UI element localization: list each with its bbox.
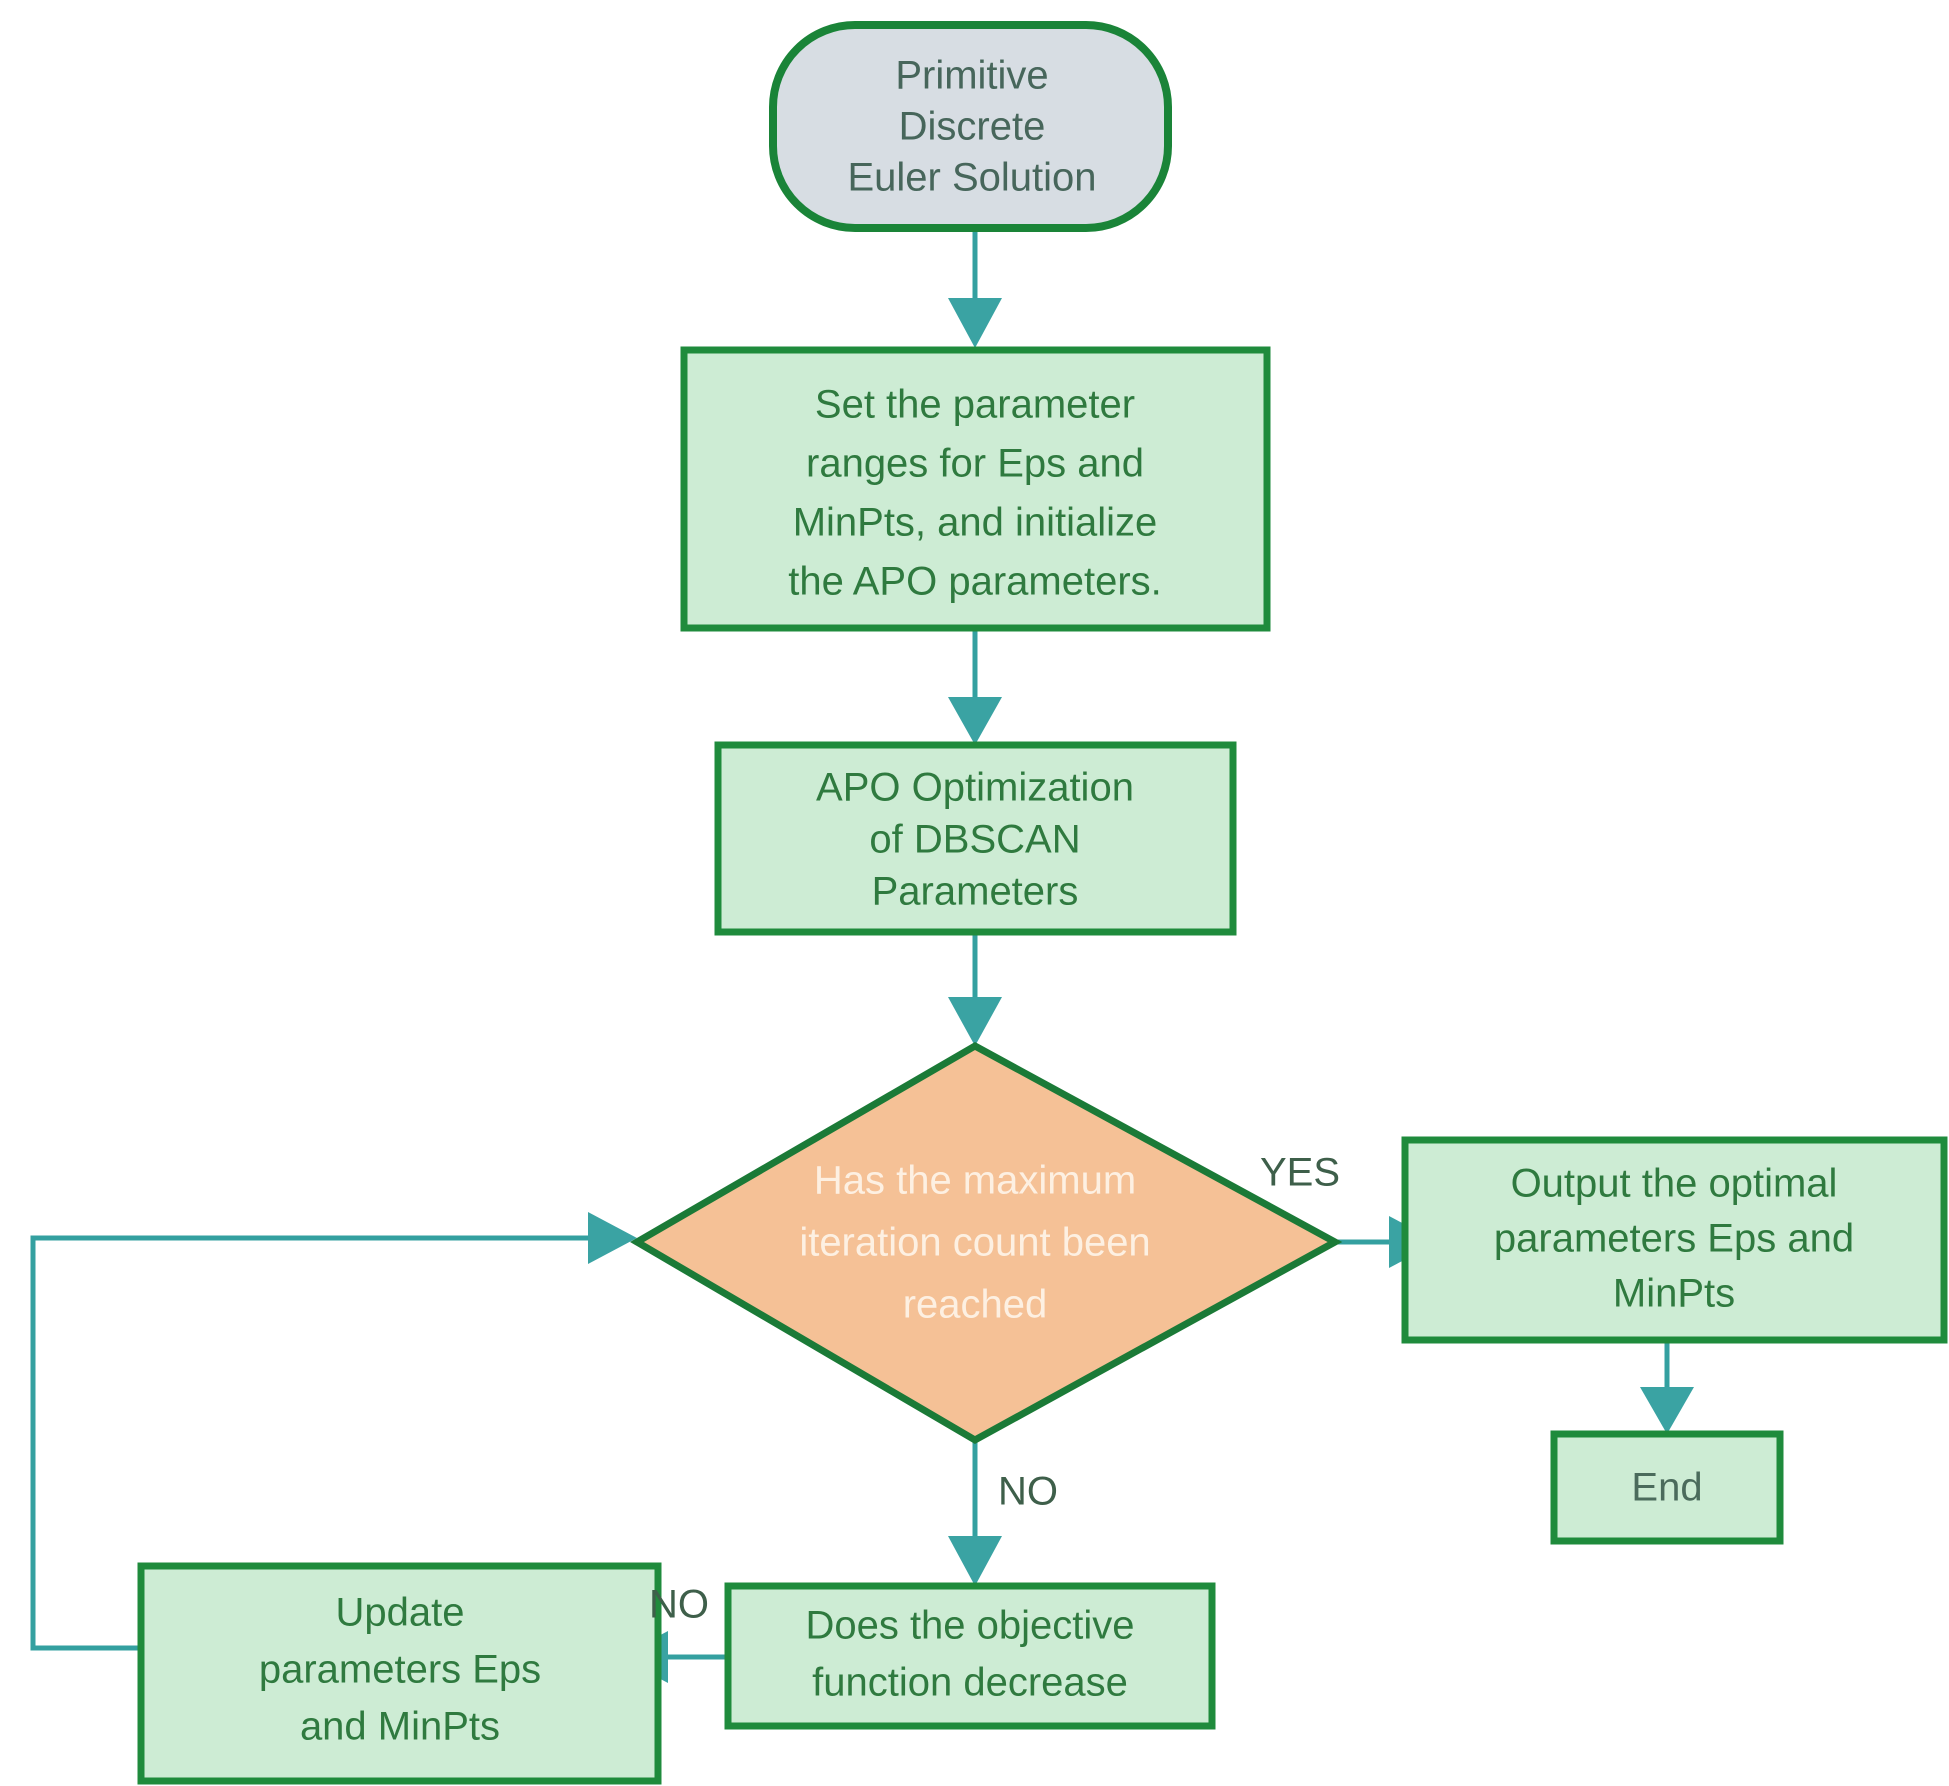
update-params-shape (137, 1562, 662, 1785)
node-max-iteration-decision[interactable]: Has the maximum iteration count been rea… (630, 1041, 1343, 1445)
output-optimal-label-line-3: MinPts (1613, 1272, 1735, 1316)
edge-label-yes: YES (1260, 1151, 1340, 1195)
set-params-shape (680, 346, 1271, 632)
node-output-optimal[interactable]: Output the optimal parameters Eps and Mi… (1401, 1136, 1948, 1344)
set-params-label-line-4: the APO parameters. (788, 560, 1162, 604)
max-iteration-decision-shape (630, 1041, 1343, 1445)
set-params-label-line-1: Set the parameter (815, 383, 1135, 427)
connector-decision-no-to-objective (948, 1440, 1002, 1586)
start-label-line-3: Euler Solution (847, 156, 1096, 200)
node-end[interactable]: End (1550, 1430, 1784, 1545)
update-params-label-line-1: Update (336, 1591, 465, 1635)
start-shape (769, 21, 1172, 232)
objective-decrease-label-line-2: function decrease (812, 1661, 1128, 1705)
set-params-label-line-3: MinPts, and initialize (793, 501, 1158, 545)
start-label-line-2: Discrete (899, 105, 1046, 149)
apo-optimization-label-line-3: Parameters (872, 870, 1079, 914)
apo-optimization-shape (714, 741, 1237, 936)
node-apo-optimization[interactable]: APO Optimization of DBSCAN Parameters (714, 741, 1237, 936)
connector-apo-to-decision (948, 932, 1002, 1046)
node-objective-decrease[interactable]: Does the objective function decrease (724, 1582, 1216, 1730)
set-params-label-line-2: ranges for Eps and (806, 442, 1144, 486)
objective-decrease-shape (724, 1582, 1216, 1730)
node-set-params[interactable]: Set the parameter ranges for Eps and Min… (680, 346, 1271, 632)
connector-set-params-to-apo (948, 628, 1002, 745)
output-optimal-label-line-1: Output the optimal (1511, 1162, 1838, 1206)
decision-label-line-1: Has the maximum (814, 1159, 1136, 1203)
node-start[interactable]: Primitive Discrete Euler Solution (769, 21, 1172, 232)
decision-label-line-2: iteration count been (799, 1221, 1150, 1265)
output-optimal-shape (1401, 1136, 1948, 1344)
apo-optimization-label-line-2: of DBSCAN (869, 818, 1080, 862)
update-params-label-line-3: and MinPts (300, 1705, 500, 1749)
connector-start-to-set-params (948, 228, 1002, 348)
node-update-params[interactable]: Update parameters Eps and MinPts (137, 1562, 662, 1785)
decision-label-line-3: reached (903, 1283, 1048, 1327)
end-label: End (1631, 1466, 1702, 1510)
edge-label-no-decision: NO (998, 1470, 1058, 1514)
output-optimal-label-line-2: parameters Eps and (1494, 1217, 1854, 1261)
update-params-label-line-2: parameters Eps (259, 1648, 541, 1692)
connector-update-feedback-loop (30, 1212, 637, 1651)
edge-label-no-objective: NO (649, 1583, 709, 1627)
objective-decrease-label-line-1: Does the objective (805, 1604, 1134, 1648)
apo-optimization-label-line-1: APO Optimization (816, 766, 1134, 810)
end-shape (1550, 1430, 1784, 1545)
connector-output-to-end (1640, 1340, 1694, 1434)
start-label-line-1: Primitive (895, 54, 1048, 98)
